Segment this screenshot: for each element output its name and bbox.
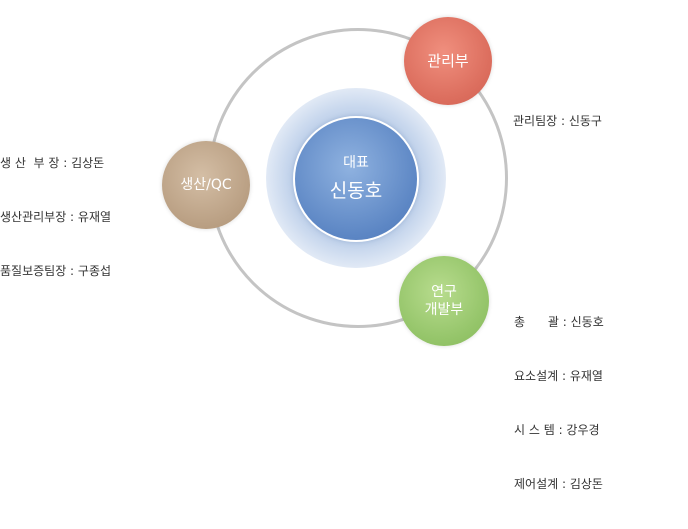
rnd-label-line2: 개발부 xyxy=(424,302,464,318)
production-staff-list: 생 산 부 장 : 김상돈 생산관리부장 : 유재열 품질보증팀장 : 구종섭 xyxy=(0,118,111,316)
ceo-node: 대표 신동호 xyxy=(293,116,419,242)
ceo-name: 신동호 xyxy=(329,180,383,202)
staff-row: 요소설계 : 유재열 xyxy=(514,369,603,383)
production-qc-label: 생산/QC xyxy=(180,177,232,193)
staff-row: 생 산 부 장 : 김상돈 xyxy=(0,156,105,170)
staff-row: 시 스 템 : 강우경 xyxy=(514,423,600,437)
org-chart-diagram: 대표 신동호 관리부 생산/QC 연구 개발부 관리팀장 : 신동구 생 산 부… xyxy=(0,17,604,491)
staff-row: 관리팀장 : 신동구 xyxy=(513,114,602,128)
ceo-title: 대표 xyxy=(343,155,369,171)
admin-dept-node: 관리부 xyxy=(404,17,492,105)
admin-staff-list: 관리팀장 : 신동구 xyxy=(513,76,602,166)
production-qc-node: 생산/QC xyxy=(162,141,250,229)
rnd-dept-node: 연구 개발부 xyxy=(399,256,489,346)
staff-row: 총 괄 : 신동호 xyxy=(514,315,604,329)
rnd-label-line1: 연구 xyxy=(431,284,457,300)
rnd-staff-list: 총 괄 : 신동호 요소설계 : 유재열 시 스 템 : 강우경 제어설계 : … xyxy=(514,277,604,529)
staff-row: 생산관리부장 : 유재열 xyxy=(0,210,112,224)
staff-row: 품질보증팀장 : 구종섭 xyxy=(0,264,112,278)
admin-dept-label: 관리부 xyxy=(427,52,469,70)
staff-row: 제어설계 : 김상돈 xyxy=(514,477,603,491)
